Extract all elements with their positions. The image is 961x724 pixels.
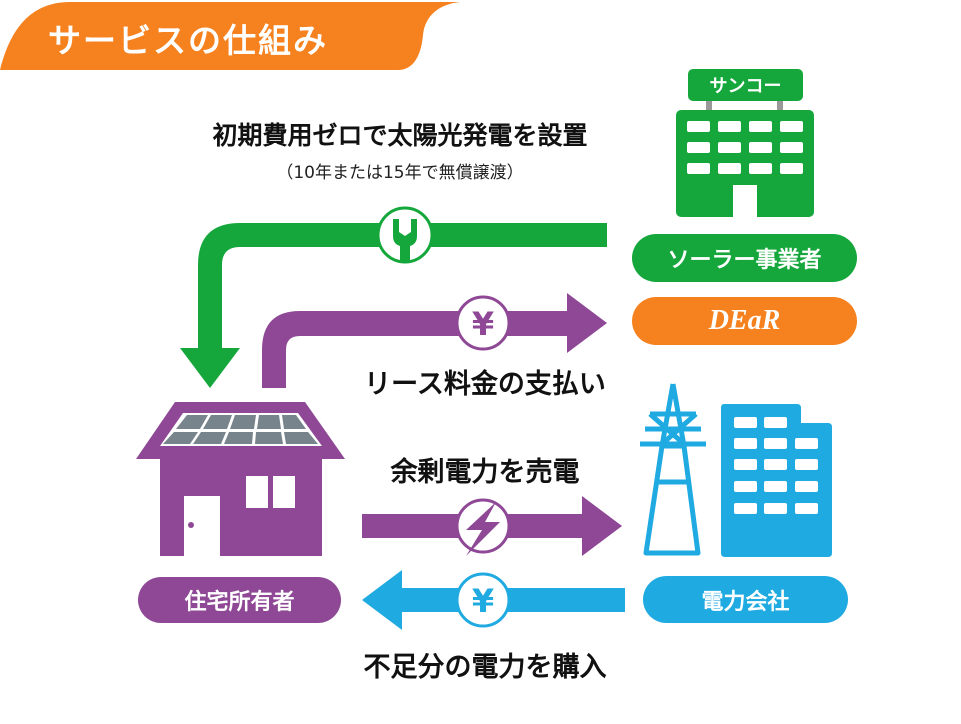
yen-icon-blue: ¥ [455,572,511,628]
sell-surplus-label: 余剰電力を売電 [390,457,580,488]
homeowner-label: 住宅所有者 [138,577,341,623]
house-icon [136,402,345,556]
install-arrow [180,223,607,388]
install-subcaption: （10年または15年で無償譲渡） [276,163,524,183]
transmission-tower-icon [640,383,706,556]
lease-payment-label: リース料金の支払い [364,369,606,400]
yen-icon: ¥ [455,295,511,351]
solar-company-label: ソーラー事業者 [632,234,857,282]
lightning-icon [455,498,511,556]
buy-shortfall-label: 不足分の電力を購入 [363,652,607,683]
svg-text:¥: ¥ [472,582,494,620]
wrench-icon [376,206,434,264]
company-sign: サンコー [709,76,782,97]
install-caption: 初期費用ゼロで太陽光発電を設置 [212,121,588,150]
svg-text:¥: ¥ [472,305,494,343]
header-tab [0,2,460,70]
dear-brand-logo: DEaR [632,297,857,345]
page-title: サービスの仕組み [48,21,328,60]
buy-arrow [362,570,625,630]
power-company-building-icon [721,404,832,557]
power-company-label: 電力会社 [643,576,848,623]
solar-company-building-icon [676,69,814,217]
